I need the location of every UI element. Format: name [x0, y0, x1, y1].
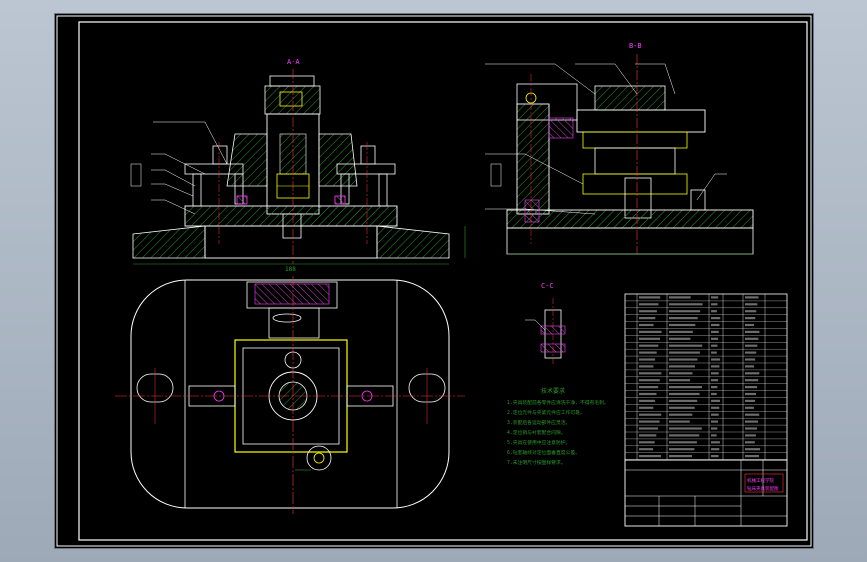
side-workpiece — [582, 131, 688, 149]
side-base-plate — [506, 209, 754, 229]
overall-width-value: 188 — [285, 266, 296, 273]
tech-note-4: 4.定位销与衬套配合间隙。 — [507, 429, 566, 436]
plan-base-outline — [130, 279, 450, 509]
drawing-canvas: A-A — [56, 15, 812, 547]
inner-frame — [78, 21, 808, 541]
side-section-label: B-B — [629, 42, 642, 50]
plan-view — [115, 276, 465, 514]
tech-note-2: 2.定位元件与夹紧元件应工作可靠。 — [507, 409, 585, 416]
title-block: 机械工程学院 钻床夹具装配图 — [624, 459, 788, 527]
title-block-school: 机械工程学院 — [747, 477, 774, 484]
tech-note-1: 1.夹具装配前各零件应清洗干净，不得有毛刺。 — [507, 399, 609, 406]
detail-section-label: C-C — [541, 282, 554, 290]
tech-note-3: 3.装配后各运动部件应灵活。 — [507, 419, 570, 426]
front-base-plate — [184, 205, 398, 227]
tech-note-6: 6.钻套轴线对定位面垂直度公差。 — [507, 449, 580, 456]
tech-note-5: 5.夹具在使用中应注意防护。 — [507, 439, 570, 446]
front-top-block — [264, 85, 321, 115]
technical-notes: 技术要求 1.夹具装配前各零件应清洗干净，不得有毛刺。 2.定位元件与夹紧元件应… — [507, 387, 609, 466]
drawing-sheet: A-A — [55, 14, 813, 548]
detail-section-view: C-C — [525, 282, 566, 366]
front-section-view: A-A — [130, 58, 466, 273]
tech-note-7: 7.未注明尺寸按图样要求。 — [507, 459, 566, 466]
title-block-title: 钻床夹具装配图 — [747, 485, 779, 492]
front-section-label: A-A — [287, 58, 300, 66]
parts-list-table — [624, 293, 788, 461]
side-section-view: B-B — [485, 42, 754, 255]
side-upright — [516, 103, 550, 215]
tech-notes-title: 技术要求 — [541, 387, 565, 395]
outer-frame — [56, 15, 812, 547]
